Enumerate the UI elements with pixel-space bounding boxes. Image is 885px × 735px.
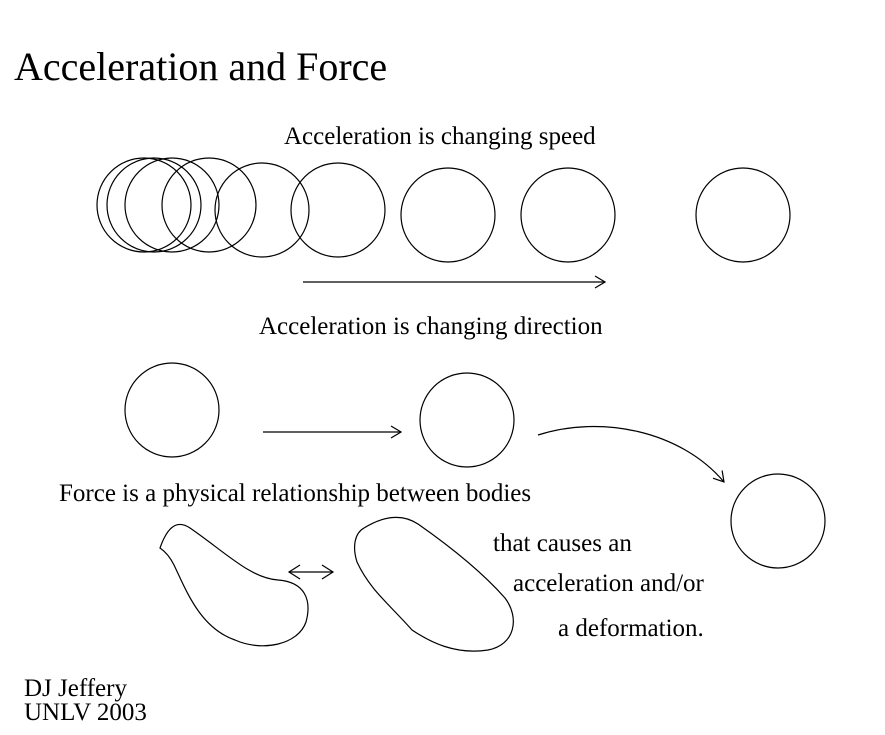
speed-circle-4	[161, 157, 257, 253]
speed-circles	[96, 157, 791, 263]
speed-circle-9	[695, 167, 791, 263]
caption-force-line-3: acceleration and/or	[513, 570, 704, 597]
speed-circle-8	[520, 167, 616, 263]
caption-force-line-2: that causes an	[493, 530, 632, 557]
caption-changing-direction: Acceleration is changing direction	[259, 313, 603, 340]
credit-author: DJ Jeffery	[24, 675, 127, 702]
speed-circle-6	[290, 162, 386, 258]
caption-force-line-4: a deformation.	[558, 615, 704, 642]
deformed-body-right	[354, 516, 514, 652]
deformed-body-left	[159, 523, 309, 647]
direction-circle-2	[419, 372, 515, 468]
direction-circle-1	[124, 362, 220, 458]
caption-force-line-1: Force is a physical relationship between…	[59, 480, 532, 507]
page-title: Acceleration and Force	[14, 44, 388, 89]
direction-arrow-curved	[537, 425, 724, 482]
direction-circle-3	[730, 473, 826, 569]
speed-circle-7	[400, 167, 496, 263]
force-double-arrow-right-head	[321, 564, 335, 580]
force-double-arrow-left-head	[287, 564, 301, 580]
credit-affiliation-year: UNLV 2003	[24, 699, 147, 726]
speed-circle-3	[124, 157, 220, 253]
speed-circle-1	[96, 157, 192, 253]
speed-circle-5	[214, 162, 310, 258]
caption-changing-speed: Acceleration is changing speed	[284, 123, 596, 150]
speed-circle-2	[106, 157, 202, 253]
